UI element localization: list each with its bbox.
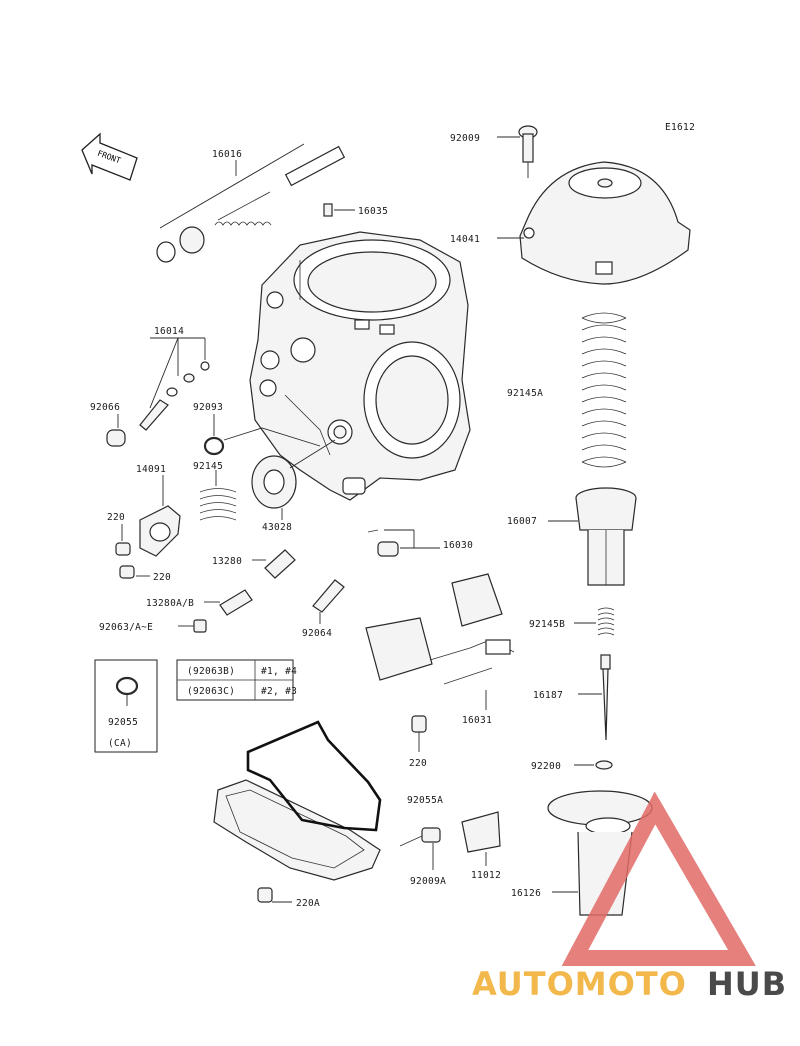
label-92145: 92145: [193, 461, 223, 472]
part-16007-piston: [548, 487, 637, 586]
label-92009A: 92009A: [410, 876, 446, 887]
watermark-text-secondary: HUB: [707, 965, 787, 1003]
label-16016: 16016: [212, 149, 242, 160]
label-16007: 16007: [507, 516, 537, 527]
part-16016-choke-plunger: [156, 143, 346, 263]
part-92093-o-ring: [203, 414, 321, 456]
label-16030: 16030: [443, 540, 473, 551]
part-92145A-spring: [581, 312, 627, 468]
label-92145A: 92145A: [507, 388, 543, 399]
label-92063: 92063/A~E: [99, 622, 153, 633]
label-92200: 92200: [531, 761, 561, 772]
label-13280: 13280: [212, 556, 242, 567]
inset-part-label: 92055: [108, 717, 138, 728]
part-16187-needle: [578, 654, 611, 741]
label-16035: 16035: [358, 206, 388, 217]
label-220-a: 220: [107, 512, 125, 523]
table-row2-part: (92063C): [187, 686, 235, 697]
part-float-bowl: [213, 720, 382, 881]
part-16031-float: [365, 573, 515, 710]
table-row2-cyl: #2, #3: [261, 686, 297, 697]
watermark-text-primary: AUTOMOTO: [472, 965, 687, 1003]
part-220-screw-b: [119, 565, 150, 579]
label-16014: 16014: [154, 326, 184, 337]
part-16014-screw-set: [139, 337, 210, 431]
front-arrow-icon: FRONT: [81, 132, 138, 181]
label-16031: 16031: [462, 715, 492, 726]
part-14091-cover: [139, 475, 181, 557]
part-92145B-spring: [574, 607, 615, 636]
label-14091: 14091: [136, 464, 166, 475]
label-92145B: 92145B: [529, 619, 565, 630]
label-220A: 220A: [296, 898, 320, 909]
jet-cylinder-table: (92063B) #1, #4 (92063C) #2, #3: [176, 659, 297, 701]
carburetor-body: [249, 231, 471, 501]
part-92009A-screw: [399, 827, 441, 870]
part-92009-screw: [497, 125, 538, 178]
label-220-b: 220: [153, 572, 171, 583]
watermark-triangle-icon: [561, 791, 756, 966]
part-220-screw-c: [411, 715, 427, 752]
label-14041: 14041: [450, 234, 480, 245]
part-92066-cap: [106, 414, 126, 447]
label-11012: 11012: [471, 870, 501, 881]
inset-box-92055: 92055 (CA): [94, 659, 158, 753]
table-row1-part: (92063B): [187, 666, 235, 677]
label-92055A: 92055A: [407, 795, 443, 806]
part-13280AB: [204, 589, 253, 616]
label-43028: 43028: [262, 522, 292, 533]
label-92066: 92066: [90, 402, 120, 413]
part-11012: [461, 811, 501, 866]
part-92200-washer: [574, 760, 613, 770]
part-43028-diaphragm: [251, 439, 336, 520]
label-16126: 16126: [511, 888, 541, 899]
label-92064: 92064: [302, 628, 332, 639]
label-92009: 92009: [450, 133, 480, 144]
part-13280: [252, 549, 296, 579]
part-220-screw-a: [115, 524, 131, 556]
part-92064: [312, 579, 345, 624]
part-16030: [367, 529, 440, 557]
label-220-c: 220: [409, 758, 427, 769]
table-row1-cyl: #1, #4: [261, 666, 297, 677]
part-92063-jet: [178, 619, 207, 633]
label-92093: 92093: [193, 402, 223, 413]
label-16187: 16187: [533, 690, 563, 701]
label-13280AB: 13280A/B: [146, 598, 194, 609]
part-92145-spring: [199, 470, 237, 521]
diagram-code: E1612: [665, 122, 695, 133]
automotohub-watermark: AUTOMOTO HUB: [472, 791, 787, 1003]
part-220A-screw: [257, 887, 292, 903]
inset-note: (CA): [108, 738, 132, 749]
part-14041-top-cover: [497, 161, 691, 285]
part-16035: [323, 203, 355, 217]
